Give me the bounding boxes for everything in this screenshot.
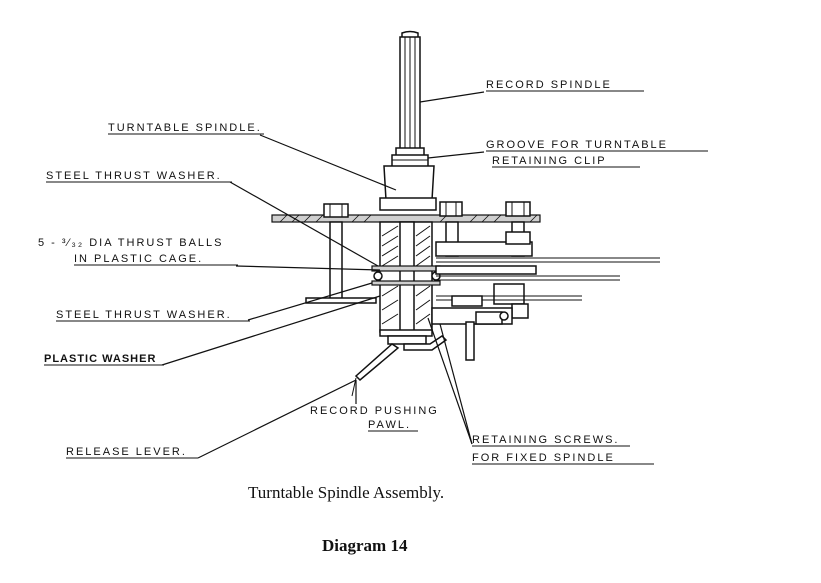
label-groove-line2: RETAINING CLIP (492, 155, 607, 167)
label-thrust-balls-line2: IN PLASTIC CAGE. (74, 253, 203, 265)
bearing-housing (371, 221, 441, 345)
label-record-pushing-line2: PAWL. (368, 419, 411, 431)
labels: RECORD SPINDLE TURNTABLE SPINDLE. GROOVE… (38, 79, 708, 465)
deck-plate (271, 214, 541, 223)
label-release-lever: RELEASE LEVER. (66, 446, 187, 458)
label-groove-line1: GROOVE FOR TURNTABLE (486, 139, 668, 151)
left-mounting-post (305, 203, 377, 304)
diagram-caption: Turntable Spindle Assembly. (248, 483, 444, 502)
assembly-drawing (271, 30, 660, 397)
label-retaining-line2: FOR FIXED SPINDLE (472, 452, 615, 464)
label-record-pushing-line1: RECORD PUSHING (310, 405, 439, 417)
turntable-spindle (379, 165, 437, 211)
label-record-spindle: RECORD SPINDLE (486, 79, 612, 91)
label-turntable-spindle: TURNTABLE SPINDLE. (108, 122, 262, 134)
diagram-number: Diagram 14 (322, 536, 408, 555)
leader-lines (161, 91, 485, 459)
label-plastic-washer: PLASTIC WASHER (44, 353, 156, 365)
label-steel-thrust-washer-top: STEEL THRUST WASHER. (46, 170, 222, 182)
label-thrust-balls-line1: 5 - ³⁄₃₂ DIA THRUST BALLS (38, 237, 224, 249)
release-lever-assembly (351, 335, 448, 397)
label-steel-thrust-washer-bottom: STEEL THRUST WASHER. (56, 309, 232, 321)
record-spindle (391, 30, 429, 168)
label-retaining-line1: RETAINING SCREWS. (472, 434, 619, 446)
right-mechanism (431, 201, 660, 361)
